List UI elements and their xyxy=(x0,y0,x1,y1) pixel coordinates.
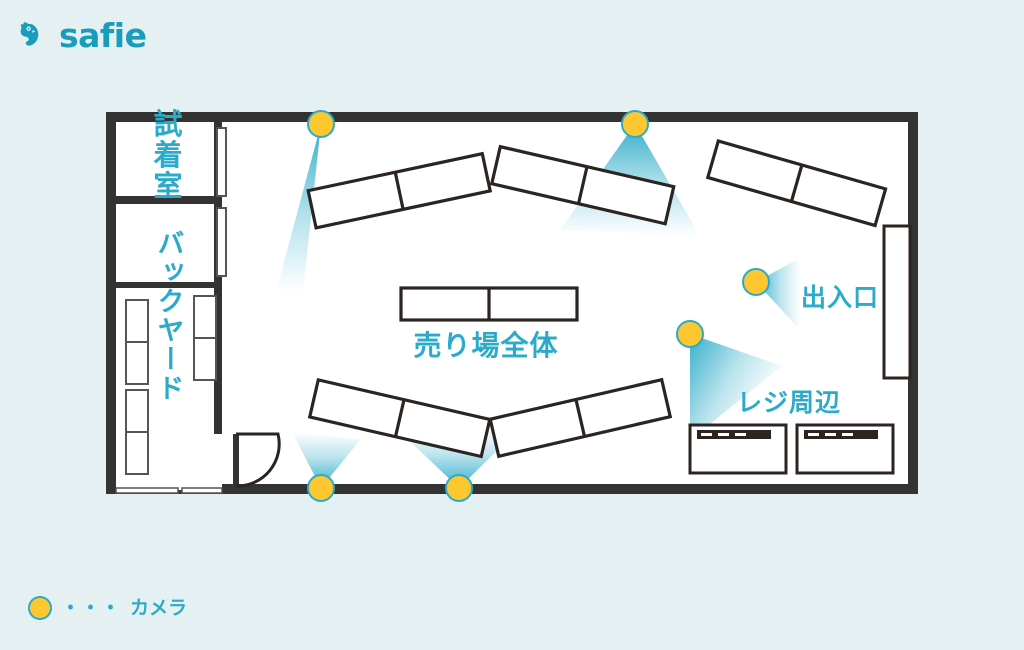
exterior-walls xyxy=(106,112,918,494)
camera-bottom-left[interactable] xyxy=(307,474,335,502)
camera-bottom-mid[interactable] xyxy=(445,474,473,502)
label-sales-floor: 売り場全体 xyxy=(413,329,558,362)
label-register-area: レジ周辺 xyxy=(737,388,841,417)
cone-register xyxy=(690,334,782,440)
cone-top-left xyxy=(276,124,321,292)
camera-dot-icon xyxy=(28,596,52,620)
legend-label: カメラ xyxy=(130,596,188,619)
brand-logo: safie xyxy=(18,15,147,55)
register-counter-right xyxy=(795,423,895,475)
label-entrance: 出入口 xyxy=(801,283,879,312)
owl-icon xyxy=(20,22,39,46)
label-backyard: バックヤード xyxy=(153,229,184,403)
camera-markers xyxy=(307,110,770,502)
register-counter-left xyxy=(688,423,788,475)
label-fitting-room: 試着室 xyxy=(149,107,184,201)
legend: ・・・ カメラ xyxy=(28,596,187,620)
backyard-structure xyxy=(115,282,281,494)
fitting-room-structure xyxy=(116,122,227,282)
legend-dots: ・・・ xyxy=(61,596,122,619)
camera-entrance[interactable] xyxy=(742,268,770,296)
entrance-door xyxy=(882,224,912,380)
shelf-fixtures xyxy=(306,139,888,459)
brand-name: safie xyxy=(59,15,147,55)
cone-bottom-left xyxy=(292,432,360,488)
camera-top-left[interactable] xyxy=(307,110,335,138)
register-counters xyxy=(688,423,895,475)
camera-top-right[interactable] xyxy=(621,110,649,138)
camera-register[interactable] xyxy=(676,320,704,348)
